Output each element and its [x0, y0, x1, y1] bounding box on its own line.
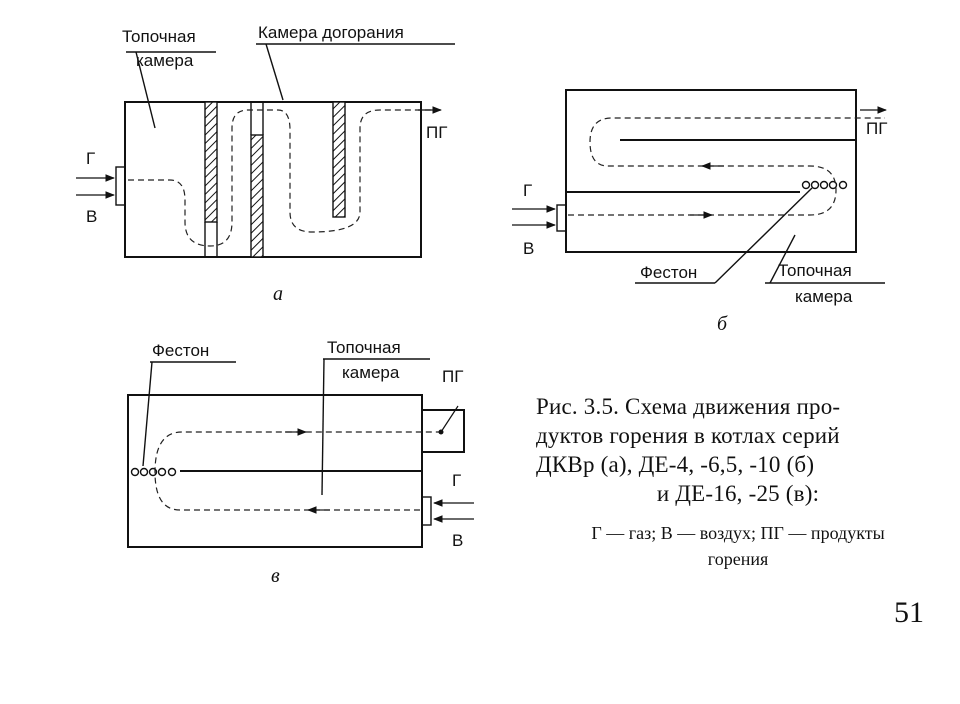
legend-line-1: Г — газ; В — воздух; ПГ — продукты: [591, 523, 885, 543]
label-air-b: В: [523, 239, 534, 258]
label-furnace-a: Топочная камера: [122, 27, 200, 70]
burner-b: [556, 204, 567, 232]
flow-path-a: [128, 109, 440, 247]
diagram-b: Г В ПГ Фестон Топочная камера б: [512, 89, 887, 335]
boiler-b-casing: [565, 89, 857, 253]
sublabel-c: в: [271, 565, 280, 587]
label-feston-b: Фестон: [640, 263, 697, 282]
burner-a: [115, 166, 126, 206]
diagram-c: Фестон Топочная камера ПГ Г В в: [127, 338, 474, 587]
label-output-b: ПГ: [866, 119, 887, 138]
caption-line-4: и ДЕ-16, -25 (в):: [656, 481, 820, 506]
caption-line-3: ДКВр (а), ДЕ-4, -6,5, -10 (б): [536, 452, 815, 477]
partition-a-2: [250, 134, 264, 258]
label-air-a: В: [86, 207, 97, 226]
figure-legend: Г — газ; В — воздух; ПГ — продукты горен…: [536, 520, 940, 572]
label-furnace-c: Топочная камера: [327, 338, 405, 382]
outlet-c: [421, 409, 465, 453]
partition-a-1: [204, 101, 218, 223]
label-gas-b: Г: [523, 181, 532, 200]
label-afterburn-a: Камера догорания: [258, 23, 404, 42]
flow-path-b: [568, 117, 885, 216]
feston-c: [130, 467, 177, 477]
feston-b: [801, 180, 848, 190]
caption-line-1: Рис. 3.5. Схема движения про-: [536, 394, 841, 419]
burner-c: [421, 496, 432, 526]
label-air-c: В: [452, 531, 463, 550]
figure-caption: Рис. 3.5. Схема движения про- дуктов гор…: [536, 392, 940, 508]
diagram-a: Топочная камера Камера догорания Г В ПГ …: [76, 23, 455, 305]
legend-line-2: горения: [707, 549, 769, 569]
page-number: 51: [894, 596, 924, 629]
label-output-c: ПГ: [442, 367, 463, 386]
label-output-a: ПГ: [426, 123, 447, 142]
flow-path-c: [154, 431, 440, 511]
label-furnace-b: Топочная камера: [778, 261, 856, 306]
label-feston-c: Фестон: [152, 341, 209, 360]
label-gas-a: Г: [86, 149, 95, 168]
partition-a-3: [332, 101, 346, 218]
label-gas-c: Г: [452, 471, 461, 490]
sublabel-a: а: [273, 283, 283, 305]
caption-line-2: дуктов горения в котлах серий: [536, 423, 840, 448]
sublabel-b: б: [717, 313, 728, 335]
